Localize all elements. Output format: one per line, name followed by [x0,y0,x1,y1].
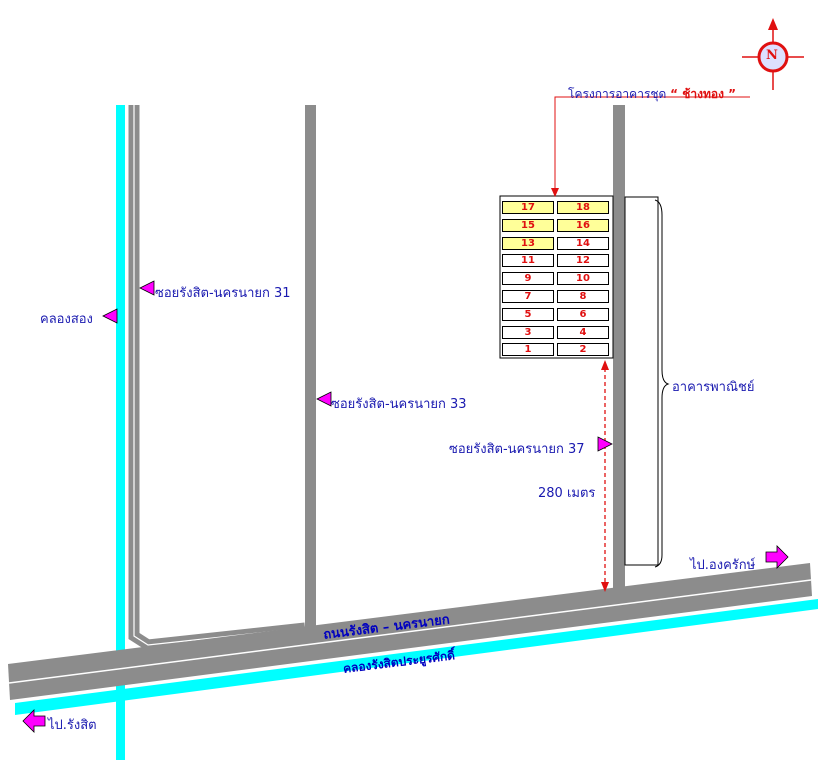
label-to-ongkharak: ไป.องครักษ์ [690,558,756,573]
label-soi-31: ซอยรังสิต-นครนายก 31 [155,286,291,301]
condo-unit: 16 [557,219,609,232]
canal-khlong-song [116,105,125,760]
canal-rangsit-prayoonsak [15,599,818,715]
road-soi-31 [128,105,306,651]
label-khlong-song: คลองสอง [40,312,93,327]
condo-unit: 1 [502,343,554,356]
label-distance: 280 เมตร [538,486,596,501]
project-pointer [554,96,750,196]
condo-unit: 2 [557,343,609,356]
label-project: โครงการอาคารชุด “ ช้างทอง ” [568,85,736,104]
condo-unit: 8 [557,290,609,303]
condo-unit: 11 [502,254,554,267]
label-commercial-building: อาคารพาณิชย์ [672,380,755,395]
condo-unit: 5 [502,308,554,321]
arrow-to-ongkharak-icon [765,545,789,569]
condo-unit: 14 [557,237,609,250]
marker-soi-37 [597,436,613,452]
commercial-brace [654,199,670,568]
condo-unit: 6 [557,308,609,321]
commercial-building [624,196,659,566]
label-soi-33: ซอยรังสิต-นครนายก 33 [331,397,467,412]
marker-soi-31 [139,280,155,296]
condo-unit: 18 [557,201,609,214]
condo-unit: 13 [502,237,554,250]
condo-unit: 3 [502,326,554,339]
compass-icon [742,18,804,90]
label-project-prefix: โครงการอาคารชุด [568,87,667,101]
label-to-rangsit: ไป.รังสิต [48,718,97,733]
condo-unit: 7 [502,290,554,303]
condo-unit: 9 [502,272,554,285]
condo-unit: 10 [557,272,609,285]
label-project-name: “ ช้างทอง ” [670,87,737,101]
marker-khlong-song [102,308,118,324]
condo-unit: 4 [557,326,609,339]
label-soi-37: ซอยรังสิต-นครนายก 37 [449,442,585,457]
condo-unit: 15 [502,219,554,232]
arrow-to-rangsit-icon [22,709,46,733]
road-soi-37 [613,105,625,593]
compass-letter: N [766,48,778,63]
condo-unit: 17 [502,201,554,214]
marker-soi-33 [316,391,332,407]
road-soi-33 [305,105,316,635]
condo-unit: 12 [557,254,609,267]
